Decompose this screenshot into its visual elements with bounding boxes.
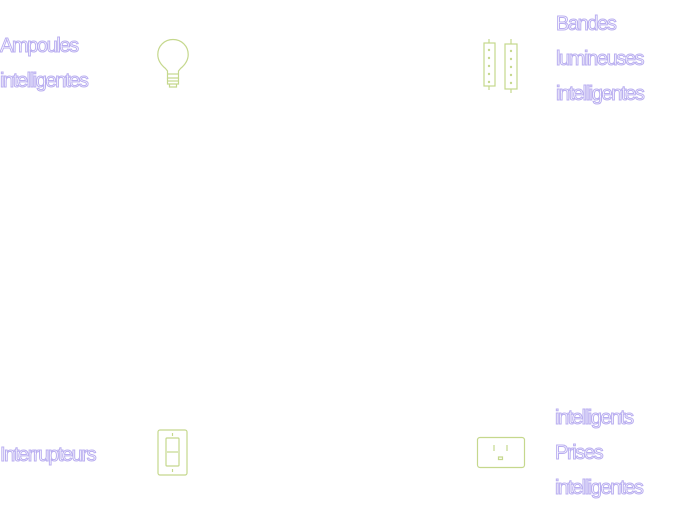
category-label-line: intelligentes xyxy=(554,477,644,500)
category-label-smart-plugs[interactable]: intelligents Prises intelligentes xyxy=(554,401,644,506)
category-label-line: Interrupteurs xyxy=(0,444,97,467)
light-switch-icon[interactable] xyxy=(156,429,190,477)
category-label-smart-light-strips[interactable]: Bandes lumineuses intelligentes xyxy=(555,7,645,112)
category-label-line: intelligentes xyxy=(0,70,89,93)
category-label-line: Bandes xyxy=(555,13,617,36)
light-bulb-icon[interactable] xyxy=(156,38,190,90)
category-label-line: Prises xyxy=(554,442,604,465)
category-label-line: Ampoules xyxy=(0,35,80,58)
category-label-switches[interactable]: Interrupteurs xyxy=(0,438,97,473)
power-outlet-icon[interactable] xyxy=(476,436,528,470)
category-label-line: intelligents xyxy=(554,407,634,430)
category-label-line: intelligentes xyxy=(555,83,645,106)
category-label-smart-bulbs[interactable]: Ampoules intelligentes xyxy=(0,29,89,99)
category-label-line: lumineuses xyxy=(555,48,645,71)
light-strip-icon[interactable] xyxy=(482,38,520,94)
